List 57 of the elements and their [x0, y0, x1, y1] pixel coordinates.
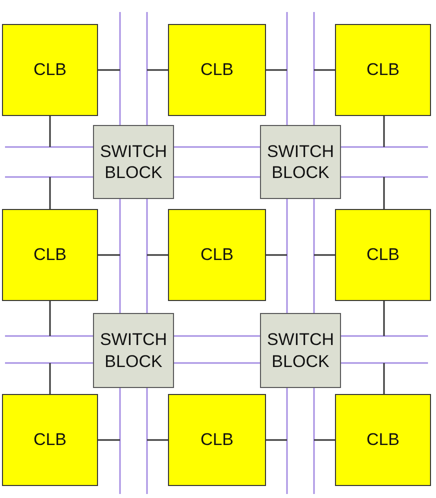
connection-line [147, 439, 168, 441]
routing-wire [5, 176, 93, 178]
routing-wire [174, 335, 260, 337]
connection-line [147, 254, 168, 256]
logic-block: CLB [2, 24, 98, 116]
routing-wire [174, 146, 260, 148]
switch-block: SWITCH BLOCK [93, 125, 174, 199]
connection-line [383, 363, 385, 394]
routing-wire [119, 12, 121, 125]
routing-wire [341, 146, 428, 148]
connection-line [383, 301, 385, 336]
connection-line [49, 177, 51, 209]
connection-line [314, 254, 335, 256]
logic-block: CLB [335, 24, 431, 116]
routing-wire [341, 362, 428, 364]
routing-wire [174, 176, 260, 178]
routing-wire [146, 388, 148, 494]
logic-block: CLB [168, 394, 266, 486]
routing-wire [313, 388, 315, 494]
connection-line [266, 254, 287, 256]
routing-wire [119, 388, 121, 494]
routing-wire [174, 362, 260, 364]
connection-line [383, 116, 385, 147]
routing-wire [5, 362, 93, 364]
switch-block: SWITCH BLOCK [260, 313, 341, 388]
logic-block: CLB [168, 24, 266, 116]
routing-wire [146, 12, 148, 125]
logic-block: CLB [335, 394, 431, 486]
connection-line [98, 254, 120, 256]
connection-line [98, 69, 120, 71]
connection-line [314, 69, 335, 71]
routing-wire [286, 12, 288, 125]
routing-wire [286, 199, 288, 313]
connection-line [266, 439, 287, 441]
routing-wire [341, 335, 428, 337]
routing-wire [286, 388, 288, 494]
switch-block: SWITCH BLOCK [260, 125, 341, 199]
connection-line [266, 69, 287, 71]
connection-line [98, 439, 120, 441]
switch-block: SWITCH BLOCK [93, 313, 174, 388]
logic-block: CLB [2, 394, 98, 486]
connection-line [383, 177, 385, 209]
routing-wire [119, 199, 121, 313]
logic-block: CLB [168, 209, 266, 301]
connection-line [49, 363, 51, 394]
routing-wire [341, 176, 428, 178]
connection-line [49, 301, 51, 336]
connection-line [314, 439, 335, 441]
logic-block: CLB [2, 209, 98, 301]
routing-wire [146, 199, 148, 313]
routing-wire [313, 12, 315, 125]
logic-block: CLB [335, 209, 431, 301]
routing-wire [313, 199, 315, 313]
routing-wire [5, 335, 93, 337]
routing-wire [5, 146, 93, 148]
connection-line [147, 69, 168, 71]
connection-line [49, 116, 51, 147]
